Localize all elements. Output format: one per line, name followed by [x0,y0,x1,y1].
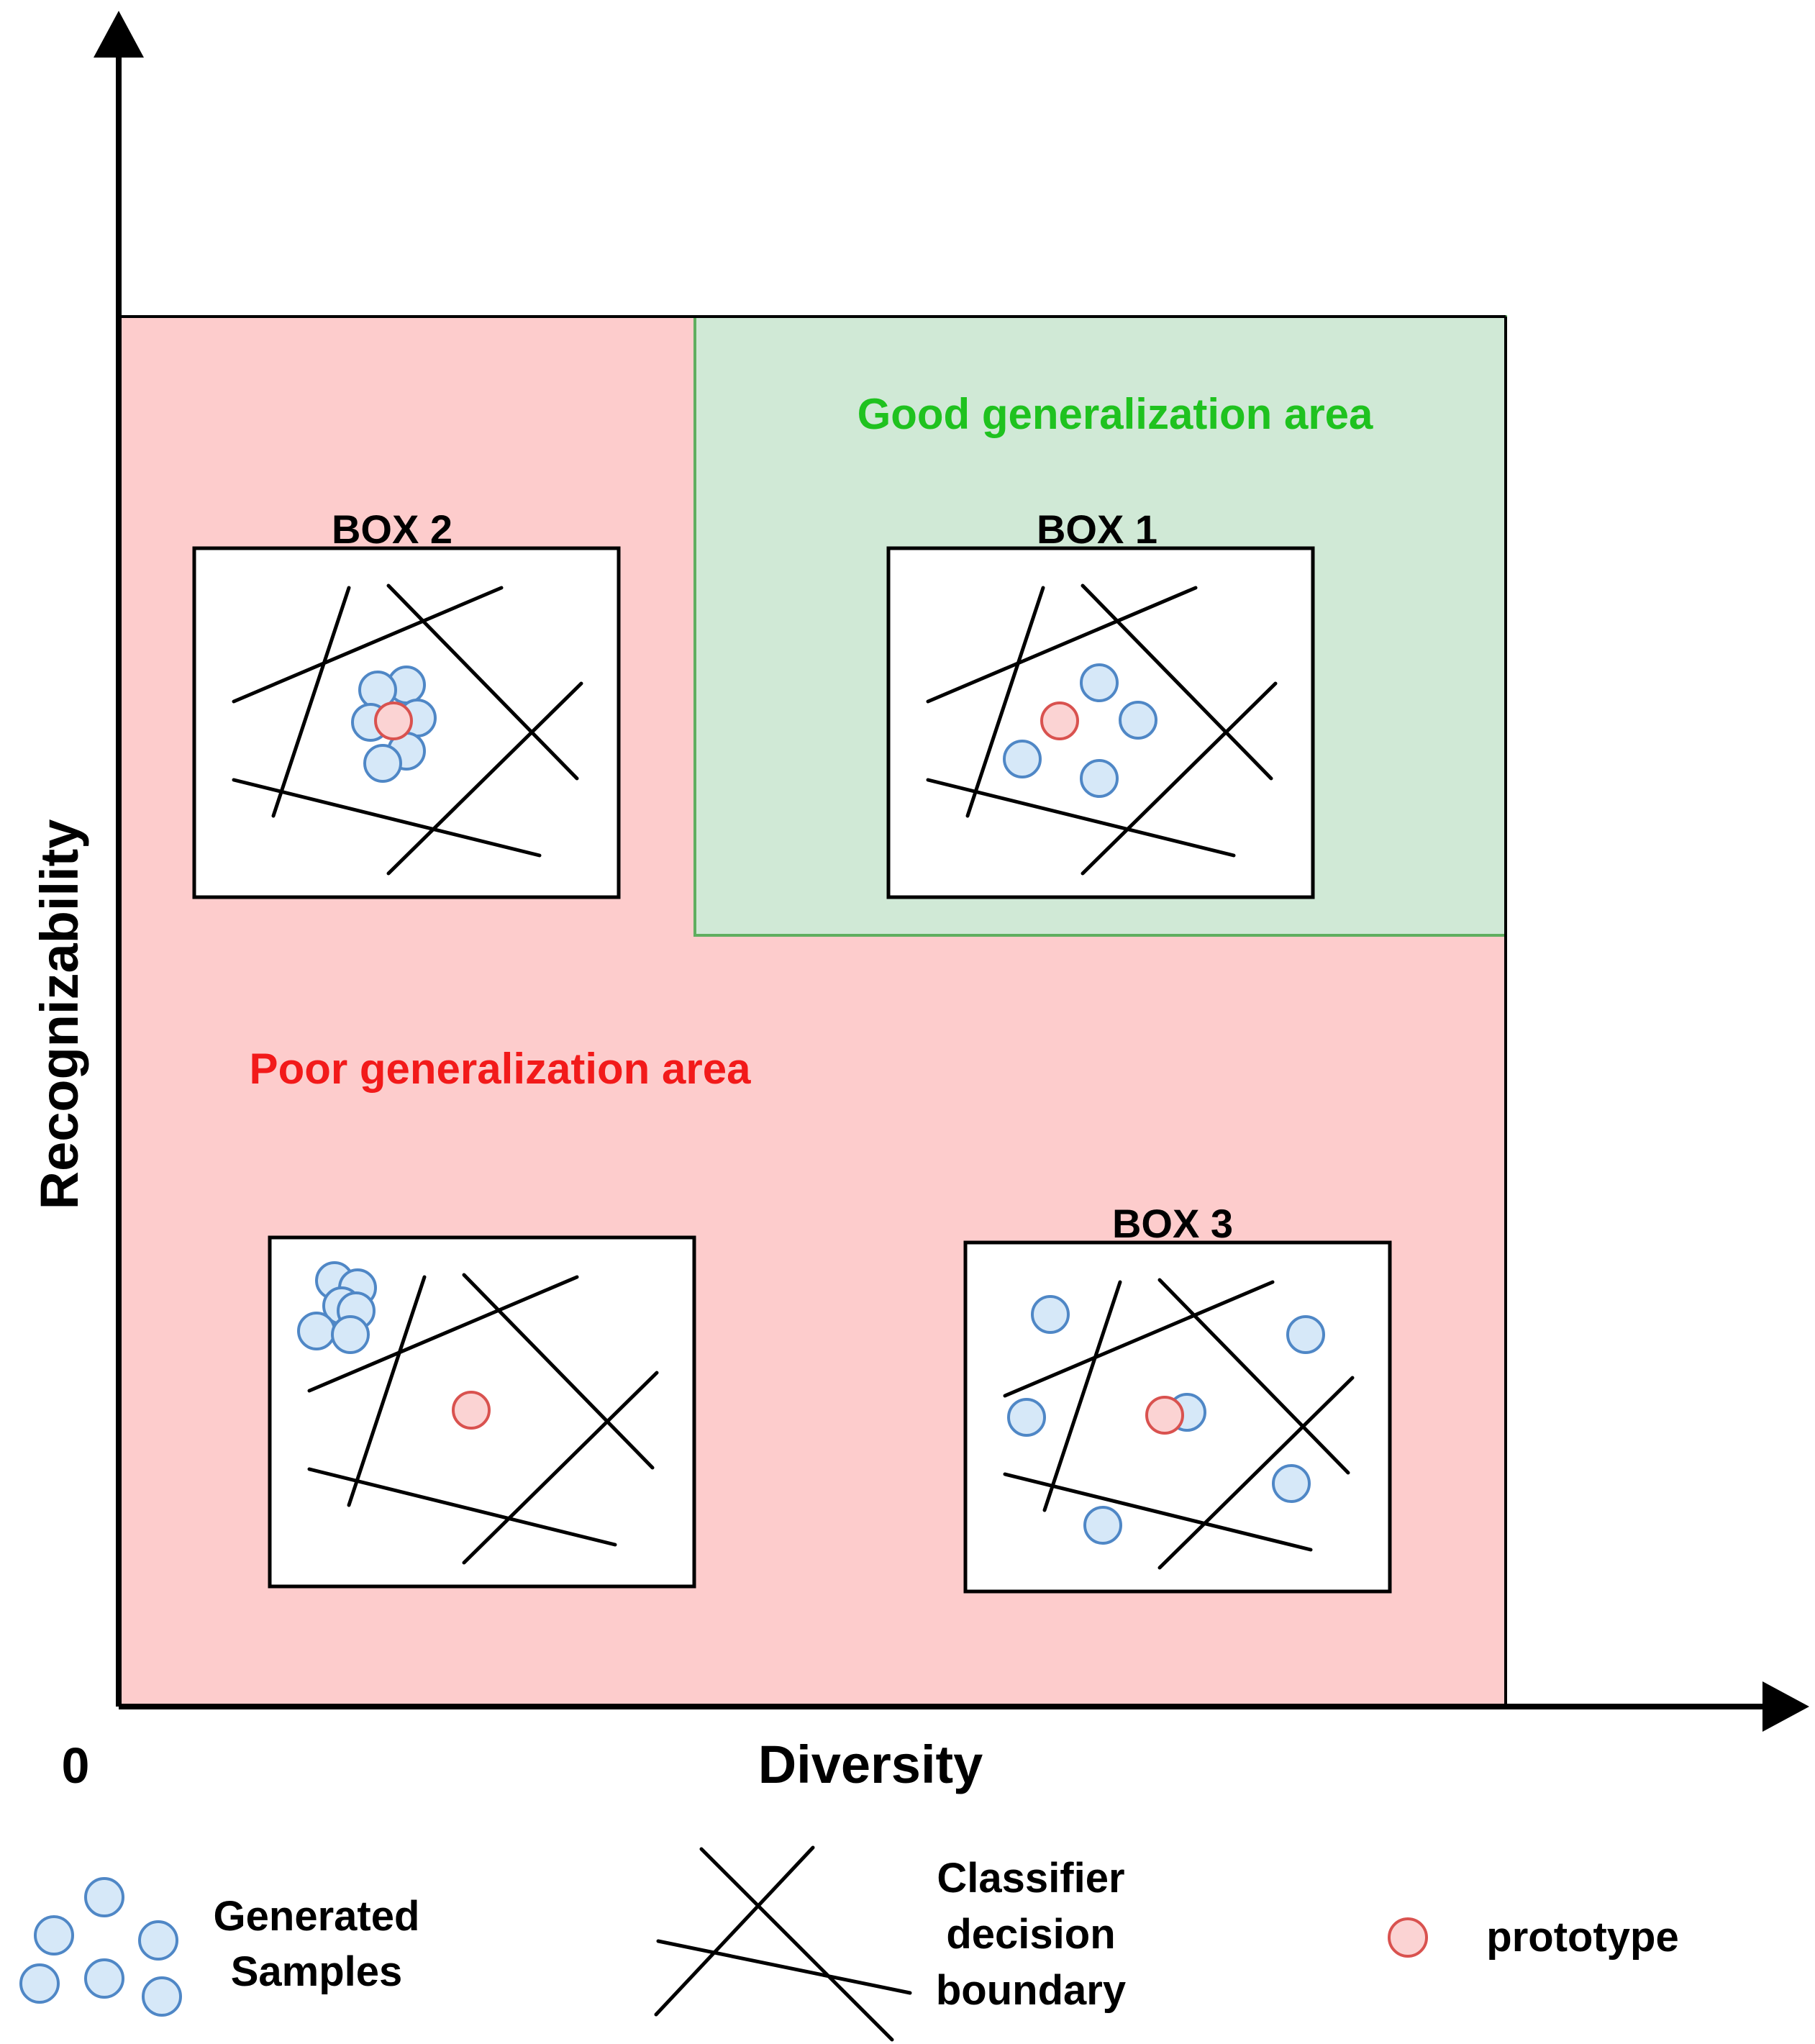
prototype-icon [1145,1396,1184,1435]
sample-icon [84,1958,124,1999]
legend-boundary-label-line3: boundary [936,1967,1126,2014]
box-1 [886,546,1315,899]
box-2-label: BOX 2 [332,507,452,552]
x-axis-label: Diversity [758,1735,983,1794]
sample-icon [138,1920,178,1961]
sample-icon [84,1877,124,1917]
legend-samples [19,1877,182,2017]
legend-samples-label-line2: Samples [231,1948,403,1995]
box-1-samples [1003,663,1157,798]
box-1-label: BOX 1 [1037,507,1157,552]
prototype-icon [374,701,413,740]
sample-icon [1272,1464,1311,1503]
legend-boundary-icon [654,1845,912,2042]
sample-icon [1003,740,1042,778]
sample-icon [297,1312,336,1350]
origin-label: 0 [62,1738,90,1794]
box-2 [192,546,621,899]
sample-icon [1031,1295,1070,1334]
poor-region-label: Poor generalization area [250,1045,752,1093]
box-unlabeled-samples [297,1261,377,1354]
sample-icon [142,1976,182,2017]
legend-prototype-icon [1388,1917,1428,1958]
legend-boundary-label-line2: decision [946,1911,1115,1958]
good-region-label: Good generalization area [858,390,1373,438]
box-1-frame [886,546,1315,899]
sample-icon [1286,1315,1325,1354]
sample-icon [1080,759,1119,798]
sample-icon [34,1915,74,1956]
prototype-icon [1040,701,1079,740]
box-unlabeled [268,1235,696,1589]
sample-icon [331,1315,370,1354]
sample-icon [1007,1398,1046,1437]
sample-icon [1080,663,1119,702]
box-2-samples [351,666,437,783]
sample-icon [19,1963,60,2004]
y-axis-label: Recognizability [29,819,89,1210]
x-axis-arrowhead [1762,1681,1809,1732]
sample-icon [363,744,402,783]
box-3 [963,1240,1392,1594]
y-axis-arrowhead [94,11,144,58]
legend-boundary-label-line1: Classifier [937,1855,1124,1902]
sample-icon [1083,1506,1122,1545]
box-3-label: BOX 3 [1112,1201,1233,1246]
legend-samples-label-line1: Generated [214,1893,420,1940]
prototype-icon [452,1391,491,1430]
sample-icon [1119,701,1157,740]
legend-prototype-label: prototype [1486,1914,1678,1961]
